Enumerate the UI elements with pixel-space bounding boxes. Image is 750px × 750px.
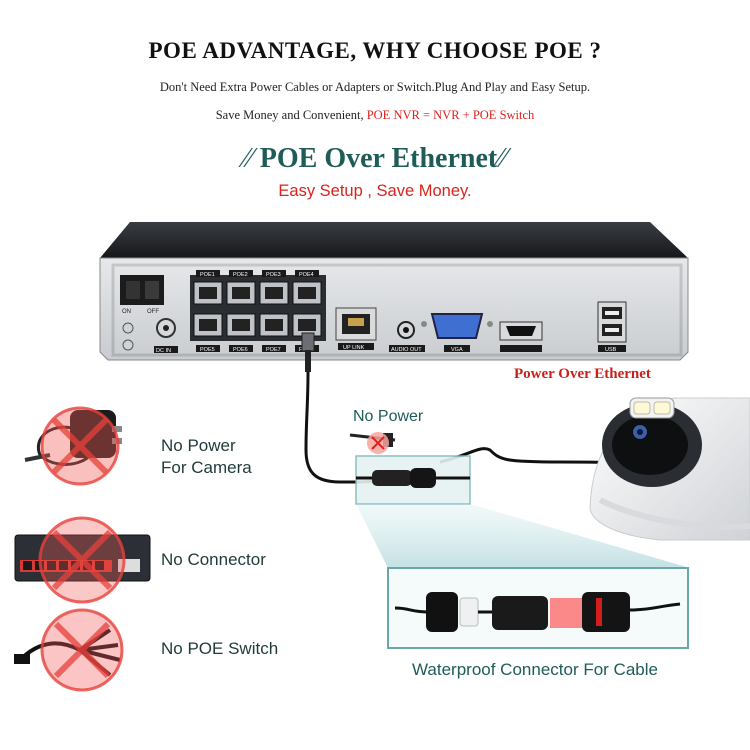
vga-port: [430, 313, 484, 339]
vga-label: VGA: [451, 347, 463, 353]
no-power-camera-line-2: For Camera: [161, 458, 252, 477]
power-adapter-item: [24, 406, 122, 486]
no-power-camera-line-1: No Power: [161, 436, 236, 455]
poe-port-label: POE1: [200, 272, 215, 278]
poe-port-label: POE2: [233, 272, 248, 278]
no-poe-switch-label: No POE Switch: [161, 639, 279, 658]
subtitle-line-2: Save Money and Convenient, POE NVR = NVR…: [0, 108, 750, 123]
subtitle-line-1: Don't Need Extra Power Cables or Adapter…: [159, 80, 591, 94]
poe-switch-item: [14, 516, 151, 604]
no-power-camera-label: No Power For Camera: [161, 435, 252, 479]
banner-title-text: POE Over Ethernet: [259, 143, 498, 174]
poe-port-label: POE3: [266, 272, 281, 278]
subtitle-line-2-highlight: POE NVR = NVR + POE Switch: [366, 108, 535, 122]
zoom-cone: [356, 504, 690, 568]
dc-in-label: DC IN: [156, 348, 171, 354]
poe-port-label: POE5: [200, 347, 215, 353]
switch-on-label: ON: [122, 309, 131, 315]
connector-body: [492, 596, 548, 630]
hdmi-port: [506, 326, 536, 336]
seal-ring: [459, 597, 479, 627]
splitter-cable-item: [14, 608, 124, 692]
poe-port-label: POE7: [266, 347, 281, 353]
poe-port-label: POE6: [233, 347, 248, 353]
nvr-top: [100, 222, 688, 258]
no-power-label: No Power: [353, 408, 424, 425]
power-over-ethernet-label: Power Over Ethernet: [514, 366, 651, 382]
poe-port-label: POE4: [299, 272, 314, 278]
switch-off-label: OFF: [147, 309, 159, 315]
slash-decoration-left: ⁄⁄: [243, 143, 253, 174]
red-glow: [550, 598, 582, 628]
banner-subtitle: Easy Setup , Save Money.: [278, 182, 472, 200]
usb-label: USB: [605, 347, 617, 353]
dome-camera: [589, 397, 750, 541]
no-connector-label: No Connector: [161, 550, 266, 569]
uplink-label: UP LINK: [343, 345, 365, 351]
subtitle-line-2-prefix: Save Money and Convenient,: [215, 108, 367, 122]
banner-title: ⁄⁄ POE Over Ethernet⁄⁄: [0, 143, 750, 175]
connector-cap: [426, 592, 458, 632]
cable-connector: [349, 432, 471, 505]
waterproof-connector-box: [387, 567, 689, 649]
page-title: POE ADVANTAGE, WHY CHOOSE POE ?: [148, 38, 602, 63]
audio-out-label: AUDIO OUT: [391, 347, 422, 353]
slash-decoration-right: ⁄⁄: [497, 143, 507, 174]
waterproof-connector-label: Waterproof Connector For Cable: [412, 660, 658, 679]
